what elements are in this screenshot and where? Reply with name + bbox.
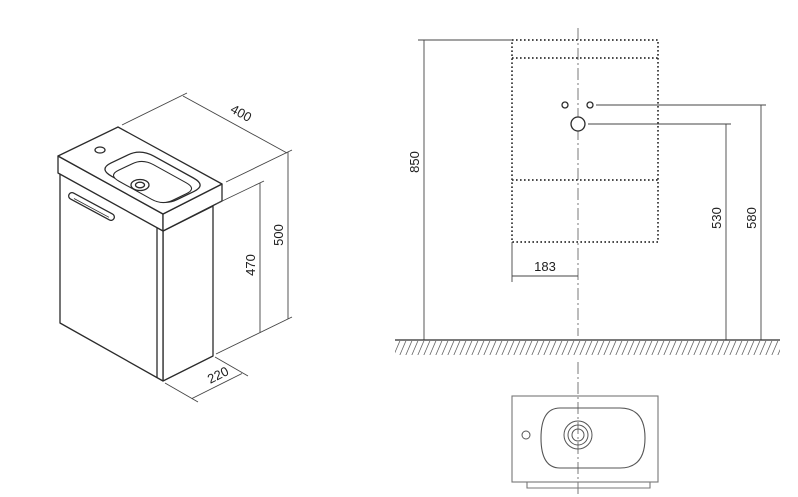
plan-drain-middle bbox=[567, 424, 589, 446]
isometric-dimensions: 400 500 470 220 bbox=[121, 92, 293, 403]
tap-hole bbox=[94, 146, 106, 154]
countertop-plan-outline bbox=[511, 395, 659, 483]
basin-plan-outline bbox=[540, 407, 646, 469]
floor-hatching bbox=[395, 341, 780, 355]
depth-extension-line bbox=[214, 356, 249, 377]
water-inlet-left bbox=[561, 101, 569, 109]
total-height-dimension-label: 500 bbox=[271, 224, 286, 246]
isometric-view bbox=[57, 126, 223, 382]
width-dimension-label: 400 bbox=[228, 101, 254, 125]
mounting-height-dimension-label: 850 bbox=[407, 151, 422, 173]
depth-extension-line bbox=[164, 382, 199, 403]
bottom-extension-line bbox=[215, 316, 293, 355]
plan-tap-hole bbox=[521, 430, 531, 440]
drain-inner bbox=[134, 181, 146, 189]
plan-view bbox=[511, 362, 659, 495]
inlet-height-dimension-label: 580 bbox=[744, 207, 759, 229]
cabinet-height-extension-line bbox=[215, 180, 265, 205]
drain-outlet bbox=[570, 116, 586, 132]
cabinet-outline bbox=[511, 39, 659, 243]
offset-dimension-label: 183 bbox=[534, 259, 556, 274]
water-inlet-right bbox=[586, 101, 594, 109]
depth-dimension-line bbox=[191, 373, 243, 399]
door-handle bbox=[68, 192, 115, 221]
cabinet-side-panel bbox=[162, 205, 214, 382]
depth-dimension-label: 220 bbox=[205, 363, 231, 386]
width-extension-line bbox=[121, 92, 188, 126]
plan-drain-inner bbox=[571, 428, 585, 442]
plan-drain-outer bbox=[563, 420, 593, 450]
basin-inner-wall bbox=[112, 160, 193, 204]
cabinet-front-edge bbox=[526, 482, 651, 489]
width-dimension-line bbox=[182, 95, 288, 154]
drain-height-dimension-label: 530 bbox=[709, 207, 724, 229]
cabinet-height-dimension-label: 470 bbox=[243, 254, 258, 276]
width-extension-line bbox=[225, 149, 293, 183]
front-elevation: 850 183 530 580 bbox=[395, 28, 780, 355]
